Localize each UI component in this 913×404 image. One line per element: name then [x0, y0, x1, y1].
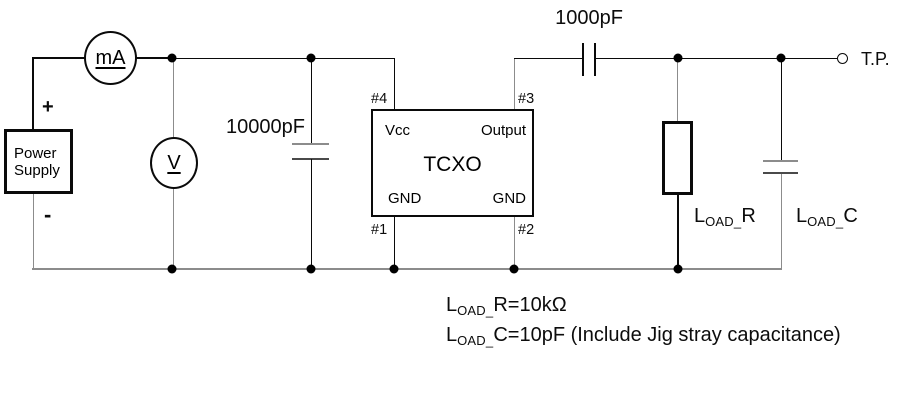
wire-pin1-vertical — [393, 216, 395, 270]
note1-main: L — [446, 294, 458, 316]
wire-bottom-rail — [32, 268, 782, 270]
junction-dot — [306, 264, 316, 274]
tcxo-pin2-number: #2 — [518, 222, 535, 238]
note2-rest: C=10pF (Include Jig stray capacitance) — [493, 324, 841, 346]
decoupling-cap-plate-top — [292, 143, 329, 145]
wire-top-mid-horizontal — [171, 57, 395, 59]
load-capacitor-label-rest: C — [843, 205, 858, 227]
load-resistor-label-sub: OAD_ — [705, 214, 742, 229]
wire-supply-bottom-vertical — [32, 192, 34, 270]
wire-supply-top-vertical — [32, 58, 34, 130]
junction-dot — [673, 264, 683, 274]
note1-rest: R=10kΩ — [493, 294, 567, 316]
power-supply-box: Power Supply — [4, 129, 73, 194]
wire-pin3-vertical — [513, 58, 515, 111]
junction-dot — [167, 53, 177, 63]
tcxo-port-vcc: Vcc — [385, 122, 411, 139]
coupling-cap-label: 1000pF — [555, 7, 623, 29]
wire-load-cap-bottom — [780, 174, 782, 270]
wire-top-right-b — [595, 57, 837, 59]
note-load-resistor-value: LOAD_R=10kΩ — [446, 294, 567, 318]
voltmeter: V — [150, 137, 198, 189]
wire-decoupling-cap-bottom — [310, 159, 312, 270]
tcxo-port-output: Output — [480, 122, 526, 139]
load-resistor-label-main: L — [694, 205, 706, 227]
junction-dot — [776, 53, 786, 63]
note-load-capacitor-value: LOAD_C=10pF (Include Jig stray capacitan… — [446, 324, 841, 348]
load-resistor-label-rest: R — [741, 205, 756, 227]
note1-sub: OAD_ — [457, 303, 494, 318]
junction-dot — [389, 264, 399, 274]
tcxo-pin4-number: #4 — [371, 91, 388, 107]
decoupling-cap-plate-bottom — [292, 157, 329, 160]
test-point-terminal — [837, 53, 848, 64]
load-capacitor-label-main: L — [796, 205, 808, 227]
wire-decoupling-cap-top — [310, 58, 312, 144]
ammeter: mA — [84, 31, 137, 85]
junction-dot — [306, 53, 316, 63]
voltmeter-label: V — [167, 151, 181, 174]
coupling-cap-plate-right — [593, 43, 596, 76]
tcxo-port-gnd-left: GND — [388, 190, 422, 207]
tcxo-pin3-number: #3 — [518, 91, 535, 107]
decoupling-cap-label: 10000pF — [226, 116, 305, 138]
load-resistor-label: LOAD_R — [694, 205, 756, 229]
tcxo-name-label: TCXO — [423, 153, 482, 176]
test-point-label: T.P. — [861, 49, 890, 69]
power-supply-label-line2: Supply — [14, 161, 60, 179]
wire-load-cap-top — [780, 58, 782, 161]
junction-dot — [167, 264, 177, 274]
wire-pin2-vertical — [513, 216, 515, 270]
wire-pin4-vertical — [393, 58, 395, 111]
wire-load-resistor-top — [677, 58, 679, 121]
power-supply-label-line1: Power — [14, 144, 57, 162]
tcxo-block: Vcc Output TCXO GND GND — [371, 109, 534, 217]
tcxo-pin1-number: #1 — [371, 222, 388, 238]
note2-sub: OAD_ — [457, 333, 494, 348]
wire-top-right-a — [513, 57, 584, 59]
load-capacitor-label-sub: OAD_ — [807, 214, 844, 229]
junction-dot — [509, 264, 519, 274]
tcxo-port-gnd-right: GND — [492, 190, 526, 207]
wire-load-resistor-bottom — [677, 194, 679, 270]
ammeter-label: mA — [95, 46, 126, 69]
load-capacitor-label: LOAD_C — [796, 205, 858, 229]
coupling-cap-plate-left — [582, 43, 584, 76]
minus-terminal-label: - — [44, 202, 52, 227]
junction-dot — [673, 53, 683, 63]
plus-terminal-label: + — [42, 96, 54, 118]
load-resistor — [662, 121, 693, 195]
note2-main: L — [446, 324, 458, 346]
load-cap-plate-bottom — [763, 172, 798, 174]
load-cap-plate-top — [763, 160, 798, 162]
